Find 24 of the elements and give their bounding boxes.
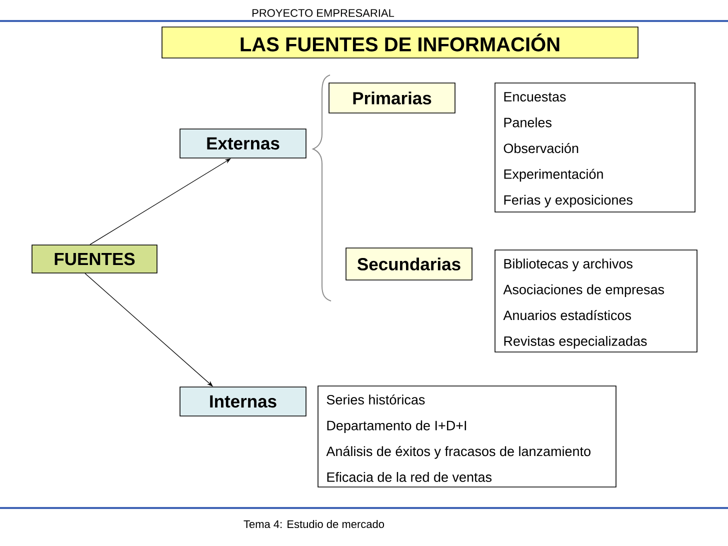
list-item: Análisis de éxitos y fracasos de lanzamiento (326, 446, 590, 459)
list-item: Ferias y exposiciones (504, 194, 632, 208)
list-item: Observación (504, 143, 578, 154)
list-item: Paneles (504, 117, 552, 128)
title-banner: LAS FUENTES DE INFORMACIÓN (162, 26, 638, 58)
list-item: Anuarios estadísticos (503, 310, 631, 320)
category-box: FUENTES (32, 244, 158, 274)
header-text: PROYECTO EMPRESARIAL (252, 9, 394, 17)
category-box: Secundarias (346, 248, 472, 280)
list-item: Series históricas (326, 394, 425, 405)
list-box (318, 386, 616, 488)
list-item: Eficacia de la red de ventas (327, 472, 492, 482)
list-box (494, 250, 698, 352)
list-item: Bibliotecas y archivos (504, 258, 632, 272)
category-box: Externas (180, 128, 306, 158)
list-item: Experimentación (504, 168, 603, 182)
list-item: Asociaciones de empresas (503, 284, 664, 297)
category-box: Primarias (328, 82, 456, 114)
category-box: Internas (180, 386, 306, 416)
list-item: Encuestas (504, 92, 566, 102)
list-item: Revistas especializadas (504, 336, 647, 349)
list-box (494, 82, 696, 212)
footer-text: Tema 4: Estudio de mercado (244, 520, 384, 528)
list-item: Departamento de I+D+I (327, 420, 466, 434)
